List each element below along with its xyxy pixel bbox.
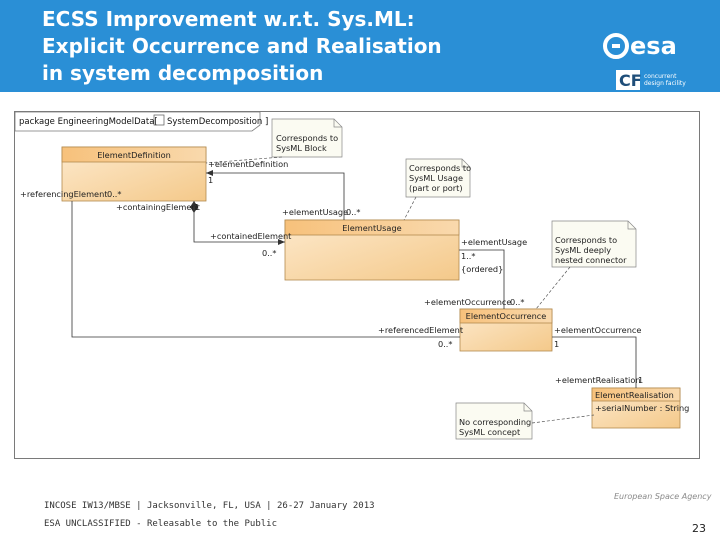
role-label: +elementUsage [282,207,348,217]
constraint-label: {ordered} [461,264,503,274]
frame-tab [14,111,261,132]
note-no-concept: No corresponding SysML concept [455,402,533,440]
page-number: 23 [692,522,706,535]
note-anchors [205,156,595,424]
esa-logo-text: esa [630,32,677,60]
note-sysml-connector: Corresponds to SysML deeply nested conne… [551,220,637,268]
role-label: +referencingElement [20,189,108,199]
mult-label: 1..* [461,251,476,261]
mult-label: 0..* [438,339,453,349]
role-label: +containedElement [210,231,292,241]
mult-label: 1 [554,339,559,349]
role-label: +elementOccurrence [424,297,511,307]
mult-label: 1 [194,202,199,212]
role-label: +elementDefinition [208,159,288,169]
mult-label: 1 [638,375,643,385]
note-sysml-usage: Corresponds to SysML Usage (part or port… [405,158,471,198]
agency-name: European Space Agency [614,492,712,501]
cdf-logo: CF concurrent design facility [616,70,686,90]
class-name: ElementRealisation [595,390,674,400]
frame-label-2: SystemDecomposition ] [167,117,268,127]
note-line: SysML Block [276,143,327,153]
frame-label: package EngineeringModelData[ [19,117,158,127]
class-element-usage[interactable]: ElementUsage [284,219,460,281]
class-element-definition[interactable]: ElementDefinition [61,146,207,202]
note-line: Corresponds to [276,133,338,143]
note-line: SysML concept [459,427,521,437]
note-line: Corresponds to [409,163,471,173]
role-label: +referencedElement [378,325,464,335]
class-element-realisation[interactable]: ElementRealisation +serialNumber : Strin… [591,387,689,429]
note-line: No corresponding [459,417,531,427]
slide-title: ECSS Improvement w.r.t. Sys.ML: Explicit… [42,7,442,85]
esa-logo: esa [603,32,677,60]
arrowhead [206,170,213,176]
class-name: ElementOccurrence [466,311,547,321]
package-icon [153,114,165,126]
cdf-text-2: design facility [644,80,686,87]
svg-text:CF: CF [619,71,642,90]
uml-class-diagram: package EngineeringModelData[ SystemDeco… [14,111,689,440]
class-element-occurrence[interactable]: ElementOccurrence [459,308,553,352]
role-label: +elementUsage [461,237,527,247]
class-name: ElementUsage [342,223,401,233]
class-name: ElementDefinition [97,150,171,160]
note-line: SysML Usage [409,173,463,183]
note-line: SysML deeply [555,245,611,255]
class-attribute: +serialNumber : String [595,403,689,413]
associations [71,172,637,388]
cdf-text-1: concurrent [644,73,677,80]
note-line: Corresponds to [555,235,617,245]
footer-event: INCOSE IW13/MBSE | Jacksonville, FL, USA… [44,501,375,511]
note-line: (part or port) [409,183,463,193]
mult-label: 0..* [510,297,525,307]
mult-label: 0..* [107,189,122,199]
role-label: +elementRealisation [555,375,641,385]
arrowhead [278,239,285,245]
role-label: +elementOccurrence [554,325,641,335]
composition-diamond [190,201,198,213]
logo-panel: esa CF concurrent design facility [603,32,686,90]
mult-label: 1 [208,175,213,185]
mult-label: 0..* [262,248,277,258]
title-band [0,0,720,92]
mult-label: 0..* [346,207,361,217]
role-label: +containingElement [116,202,201,212]
footer-classification: ESA UNCLASSIFIED - Releasable to the Pub… [44,519,277,529]
note-sysml-block: Corresponds to SysML Block [271,118,343,158]
note-line: nested connector [555,255,627,265]
